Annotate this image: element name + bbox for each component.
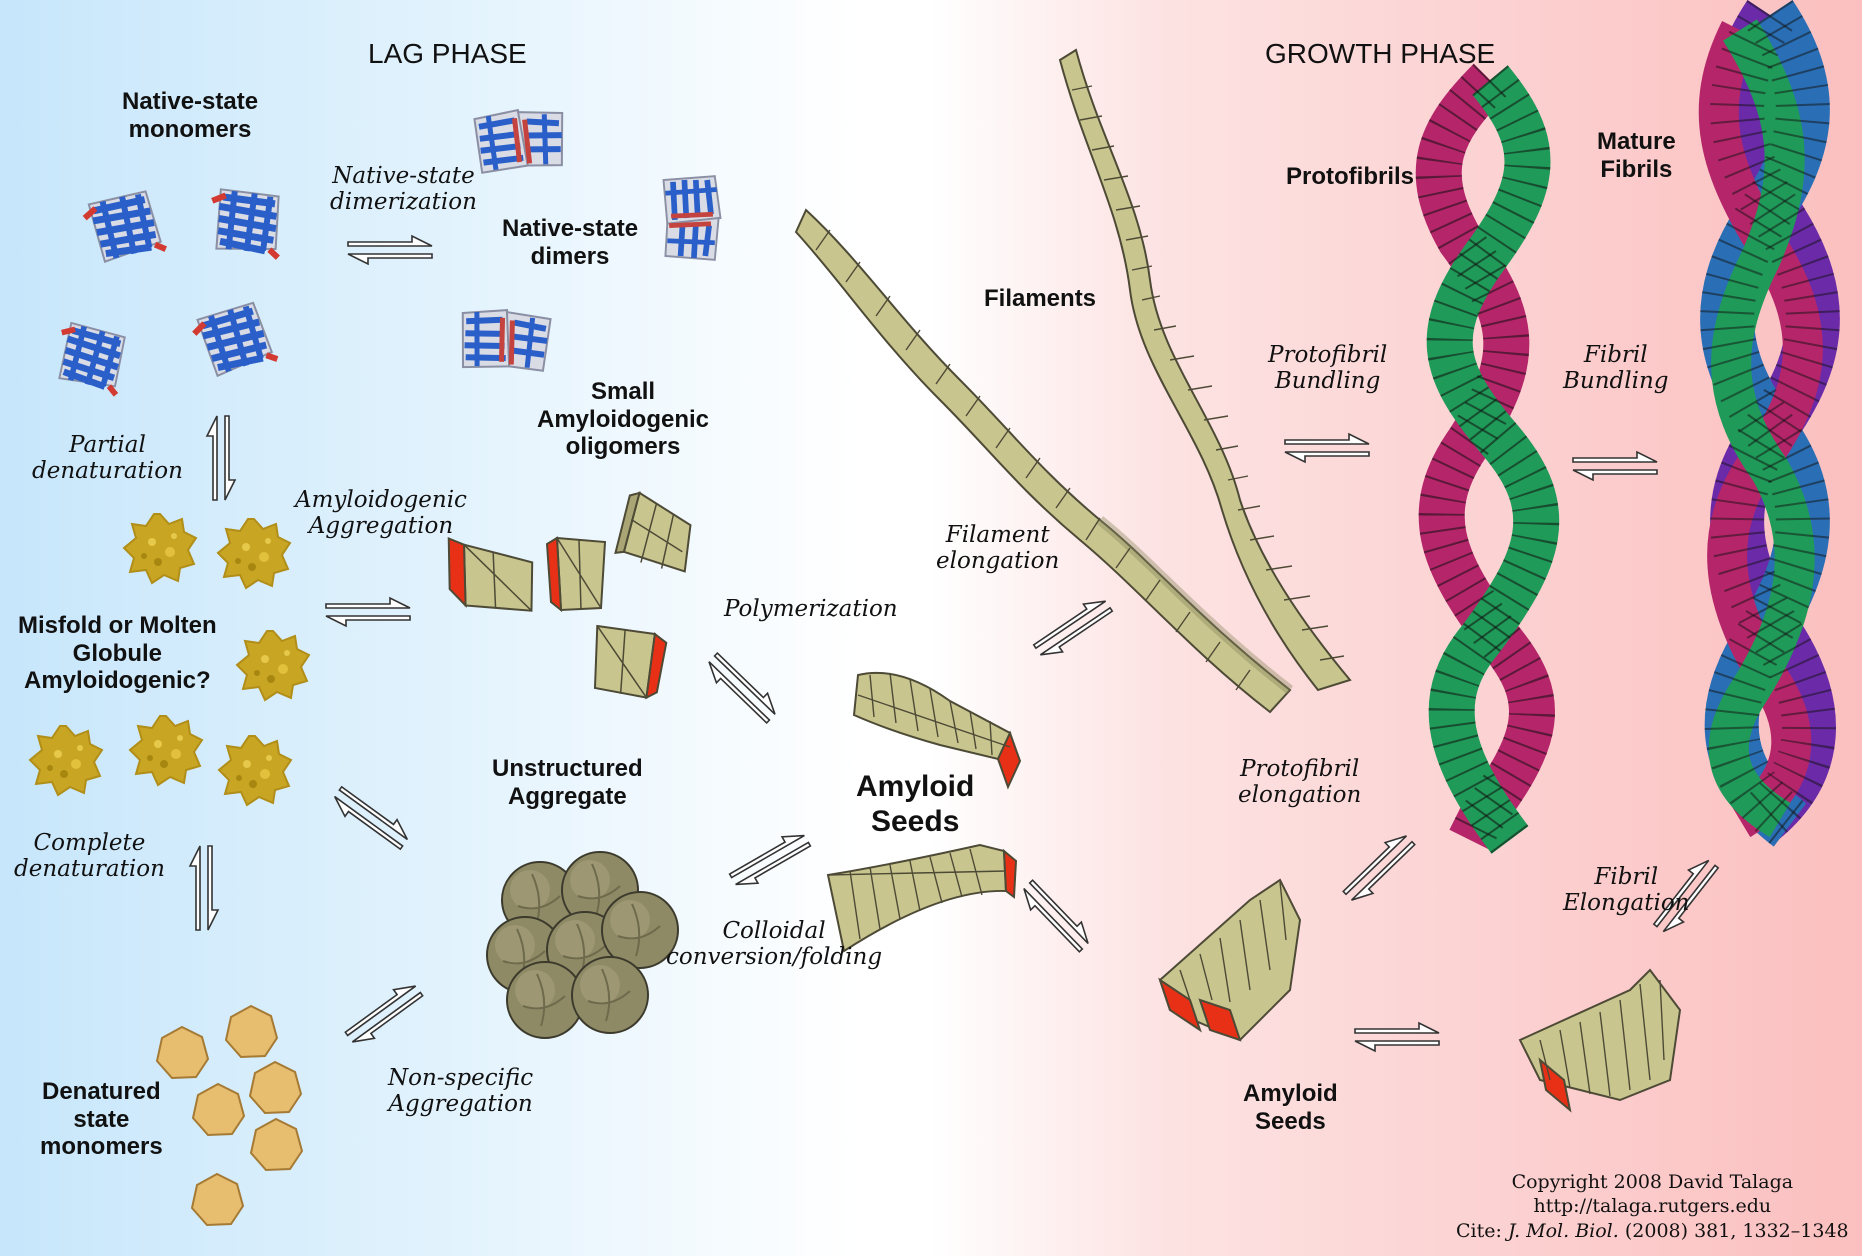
protofibrils-label: Protofibrils bbox=[1286, 163, 1415, 190]
filament-2 bbox=[1058, 48, 1352, 692]
copyright-url: http://talaga.rutgers.edu bbox=[1533, 1195, 1772, 1218]
growth-phase-title: GROWTH PHASE bbox=[1265, 38, 1496, 69]
polymerization-label: Polymerization bbox=[724, 596, 898, 622]
copyright-citation: Cite: J. Mol. Biol. (2008) 381, 1332–134… bbox=[1456, 1219, 1849, 1242]
lag-phase-title: LAG PHASE bbox=[368, 38, 527, 69]
mature-fibril-helix bbox=[1698, 0, 1840, 847]
right-fibril-seed bbox=[1518, 968, 1682, 1113]
protofibril-helix bbox=[1415, 63, 1560, 854]
filament-1 bbox=[794, 208, 1294, 714]
filaments-label: Filaments bbox=[984, 285, 1097, 312]
copyright-block: Copyright 2008 David Talaga http://talag… bbox=[1456, 1170, 1849, 1243]
right-seed-bundle bbox=[1158, 878, 1302, 1042]
copyright-line: Copyright 2008 David Talaga bbox=[1511, 1171, 1794, 1193]
